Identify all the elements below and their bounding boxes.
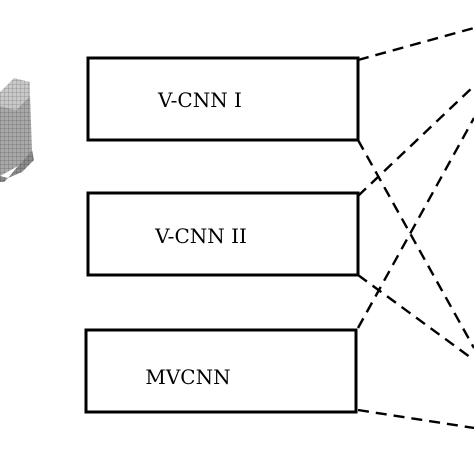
connection-line <box>357 85 474 197</box>
connection-line <box>357 274 474 361</box>
model-box-vcnn-2: V-CNN II <box>86 191 360 277</box>
connection-line <box>357 26 474 62</box>
model-box-vcnn-1: V-CNN I <box>86 56 360 142</box>
model-label: V-CNN I <box>157 88 242 112</box>
connection-line <box>357 408 474 430</box>
voxel-grid-icon <box>0 78 34 182</box>
model-label: V-CNN II <box>154 224 247 248</box>
model-box-mvcnn: MVCNN <box>84 328 358 414</box>
connection-line <box>356 139 474 349</box>
connection-lines <box>356 26 474 430</box>
connection-line <box>356 117 474 329</box>
model-label: MVCNN <box>145 365 230 389</box>
